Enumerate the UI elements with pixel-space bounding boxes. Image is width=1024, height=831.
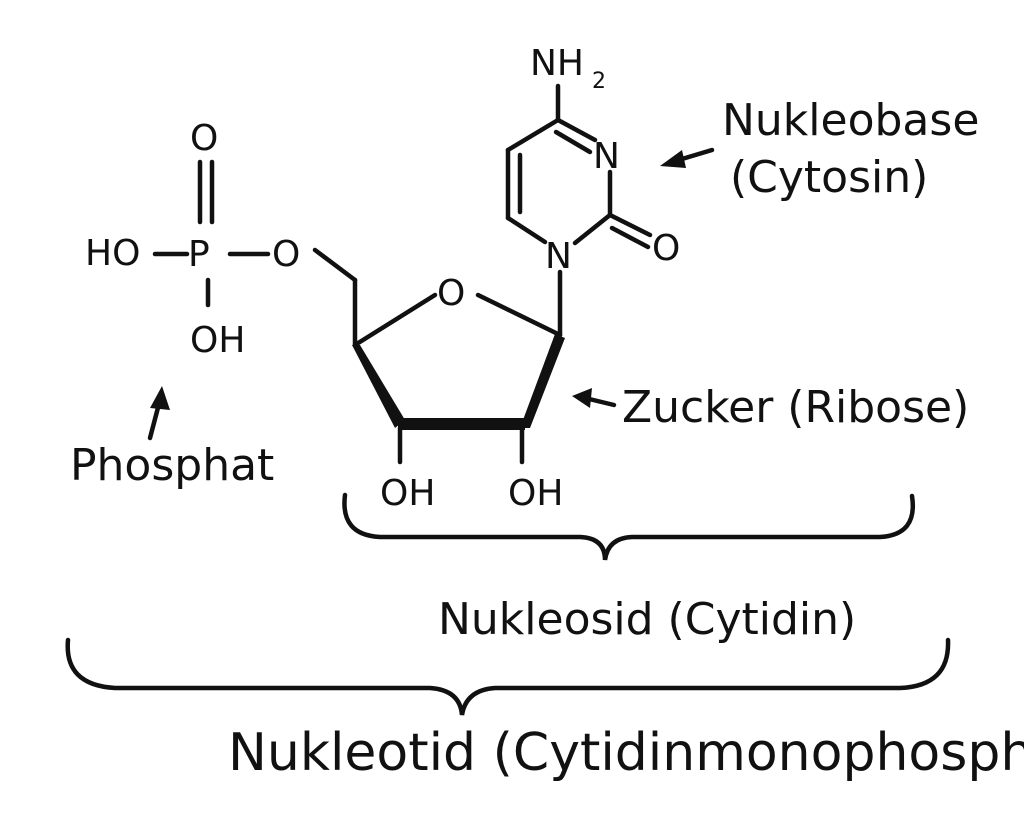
cytosine-base: N N O NH 2 <box>505 43 680 277</box>
bond-c2-n1 <box>572 212 613 246</box>
bond-n1-c6 <box>505 215 548 245</box>
atom-o-double: O <box>190 118 218 159</box>
arrow-sugar-head <box>572 388 592 408</box>
label-phosphate: Phosphat <box>70 440 274 491</box>
brace-nucleoside <box>342 492 916 561</box>
atom-oh-phosphate: OH <box>190 320 245 361</box>
atom-n-upper: N <box>593 136 620 177</box>
bond-c4-n3 <box>555 117 598 143</box>
atom-p: P <box>188 234 210 275</box>
bond-o-ch2 <box>312 247 358 283</box>
braces <box>65 492 951 716</box>
label-sugar: Zucker (Ribose) <box>622 382 969 433</box>
brace-nucleotide <box>65 637 951 716</box>
atom-nh2: NH <box>530 43 584 84</box>
atom-nh2-subscript: 2 <box>592 69 606 94</box>
atom-o-carbonyl: O <box>652 228 680 269</box>
bond-c3-c2-bold <box>398 418 525 430</box>
atom-o-ring: O <box>437 273 465 314</box>
label-nucleotide: Nukleotid (Cytidinmonophosphat) <box>228 723 1024 783</box>
atom-oh-right: OH <box>508 473 563 514</box>
bond-c4-c3-wedge <box>352 345 405 428</box>
bond-c2-c1-wedge <box>520 334 565 428</box>
phosphate-group: HO P O O OH <box>85 118 300 361</box>
label-nucleobase-name: Nukleobase <box>722 95 979 146</box>
bond-c2-o <box>607 212 653 238</box>
bond-c4-n3-double <box>553 129 593 155</box>
arrow-nucleobase-head <box>660 150 686 168</box>
bond-c5-c4 <box>505 117 561 153</box>
atom-oh-left: OH <box>380 473 435 514</box>
labels: Nukleobase (Cytosin) Zucker (Ribose) Pho… <box>70 95 1024 783</box>
bond-c2-o-double <box>609 225 651 250</box>
ribose-sugar: O OH OH <box>312 247 565 514</box>
arrow-phosphate-head <box>150 386 170 410</box>
bond-o-c1 <box>475 292 563 338</box>
atom-o-ester: O <box>272 234 300 275</box>
label-nucleoside: Nukleosid (Cytidin) <box>438 594 856 645</box>
atom-ho: HO <box>85 233 140 274</box>
label-nucleobase-cytosin: (Cytosin) <box>730 152 928 203</box>
annotation-arrows <box>147 147 715 441</box>
atom-n-lower: N <box>545 236 572 277</box>
bond-c4-o-ring <box>352 292 438 348</box>
